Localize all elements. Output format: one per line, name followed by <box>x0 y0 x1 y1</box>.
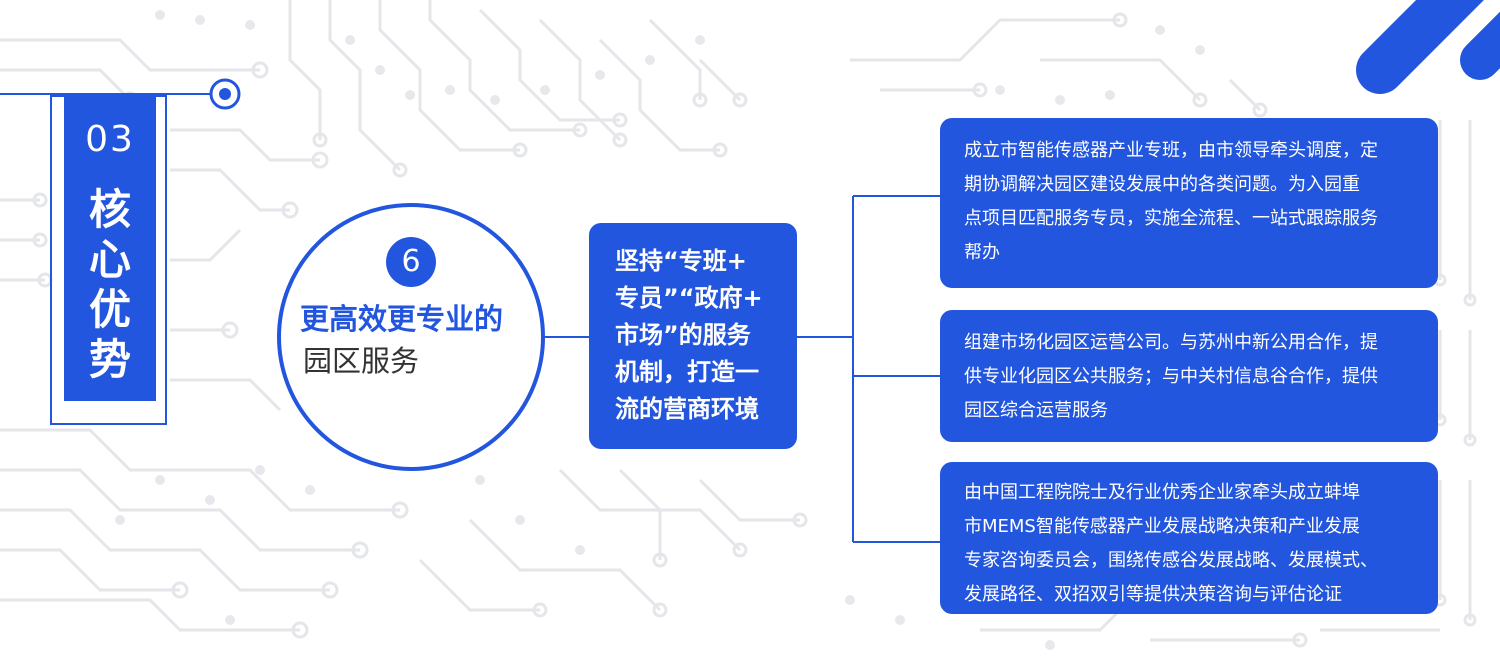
mechanism-line: 流的营商环境 <box>615 395 759 423</box>
section-number: 03 <box>85 119 135 160</box>
mechanism-line: 机制，打造一 <box>615 358 759 386</box>
item-line: 市MEMS智能传感器产业发展战略决策和产业发展 <box>964 516 1360 537</box>
accent-stripes <box>1356 0 1500 94</box>
item-line: 组建市场化园区运营公司。与苏州中新公用合作，提 <box>964 332 1378 353</box>
item-box-expert-committee: 由中国工程院院士及行业优秀企业家牵头成立蚌埠 市MEMS智能传感器产业发展战略决… <box>940 462 1438 614</box>
mechanism-box: 坚持“专班+ 专员”“政府+ 市场”的服务 机制，打造一 流的营商环境 <box>589 223 797 449</box>
topic-title-line1: 更高效更专业的 <box>300 302 504 336</box>
item-line: 期协调解决园区建设发展中的各类问题。为入园重 <box>964 174 1360 195</box>
topic-number-badge: 6 <box>386 237 436 287</box>
item-line: 供专业化园区公共服务；与中关村信息谷合作，提供 <box>964 366 1378 387</box>
section-title-char: 心 <box>88 235 131 284</box>
section-title-char: 优 <box>88 285 131 334</box>
mechanism-line: 坚持“专班+ <box>615 247 747 275</box>
item-line: 点项目匹配服务专员，实施全流程、一站式跟踪服务 <box>964 208 1378 229</box>
section-title-char: 势 <box>88 335 131 384</box>
item-line: 成立市智能传感器产业专班，由市领导牵头调度，定 <box>964 140 1378 161</box>
item-line: 专家咨询委员会，围绕传感谷发展战略、发展模式、 <box>964 550 1378 571</box>
section-title-char: 核 <box>88 185 131 234</box>
side-tab: 03 核 心 优 势 <box>64 95 156 401</box>
topic-title-line2: 园区服务 <box>303 344 420 378</box>
item-box-special-team: 成立市智能传感器产业专班，由市领导牵头调度，定 期协调解决园区建设发展中的各类问… <box>940 118 1438 288</box>
item-line: 帮办 <box>964 242 1000 263</box>
mechanism-line: 专员”“政府+ <box>615 284 763 312</box>
mechanism-line: 市场”的服务 <box>615 321 751 349</box>
item-line: 由中国工程院院士及行业优秀企业家牵头成立蚌埠 <box>964 482 1360 503</box>
item-line: 园区综合运营服务 <box>964 400 1108 421</box>
section-title: 核 心 优 势 <box>64 185 156 385</box>
item-line: 发展路径、双招双引等提供决策咨询与评估论证 <box>964 584 1342 605</box>
item-box-operation-company: 组建市场化园区运营公司。与苏州中新公用合作，提 供专业化园区公共服务；与中关村信… <box>940 310 1438 442</box>
